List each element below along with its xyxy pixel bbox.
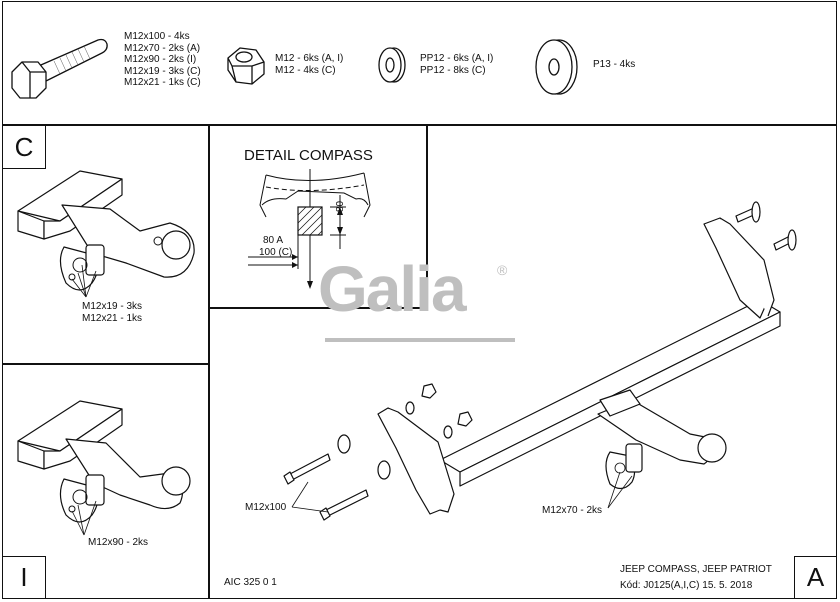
detail-box-right	[426, 125, 428, 309]
corner-box-a	[794, 556, 837, 599]
panel-c-label-1: M12x19 - 3ks	[82, 301, 143, 312]
panel-i-label: M12x90 - 2ks	[88, 537, 149, 548]
bolt-line: M12x21 - 1ks (C)	[124, 77, 201, 88]
corner-box-c	[2, 125, 46, 169]
bolt-line: M12x90 - 2ks (I)	[124, 54, 197, 65]
corner-box-i	[2, 556, 46, 599]
detail-compass-drawing	[248, 169, 371, 289]
detail-title: DETAIL COMPASS	[244, 147, 373, 164]
plate-list: P13 - 4ks	[593, 59, 635, 71]
washer-line: PP12 - 6ks (A, I)	[420, 53, 494, 64]
washer-list: PP12 - 6ks (A, I) PP12 - 8ks (C)	[420, 53, 493, 76]
left-panels-divider	[2, 363, 209, 365]
plate-washer-icon	[535, 39, 578, 95]
main-assembly-drawing	[283, 201, 797, 521]
panel-c-drawing	[17, 170, 195, 298]
bolt-list: M12x100 - 4ks M12x70 - 2ks (A) M12x90 - …	[124, 31, 201, 89]
nut-line: M12 - 6ks (A, I)	[275, 53, 344, 64]
panel-letter-a: A	[806, 562, 825, 592]
panel-c-label-2: M12x21 - 1ks	[82, 313, 143, 324]
panel-i-drawing	[17, 400, 191, 536]
plate-line: P13 - 4ks	[593, 59, 636, 70]
panel-letter-i: I	[20, 562, 28, 592]
panel-letter-c: C	[14, 132, 34, 162]
main-label-left: M12x100	[245, 502, 287, 513]
detail-dim-c: 100 (C)	[259, 247, 293, 258]
bolt-line: M12x19 - 3ks (C)	[124, 65, 201, 77]
galia-watermark: Galia	[318, 253, 467, 325]
header-divider	[2, 124, 837, 126]
watermark-underline	[325, 338, 515, 342]
drawing-code: AIC 325 0 1	[224, 577, 277, 588]
detail-box-bottom	[208, 307, 427, 309]
registered-mark: ®	[497, 262, 508, 278]
washer-icon	[378, 47, 406, 83]
detail-dim-a: 80 A	[263, 235, 284, 246]
left-column-divider	[208, 125, 210, 599]
kod-date: Kód: J0125(A,I,C) 15. 5. 2018	[620, 580, 753, 591]
washer-line: PP12 - 8ks (C)	[420, 64, 486, 76]
bolt-line: M12x70 - 2ks (A)	[124, 42, 201, 54]
bolt-icon	[11, 38, 108, 99]
nut-icon	[227, 47, 265, 85]
nut-line: M12 - 4ks (C)	[275, 64, 336, 76]
main-label-right: M12x70 - 2ks	[542, 505, 603, 516]
nut-list: M12 - 6ks (A, I) M12 - 4ks (C)	[275, 53, 343, 76]
bolt-line: M12x100 - 4ks	[124, 31, 190, 42]
vehicle-name: JEEP COMPASS, JEEP PATRIOT	[620, 564, 772, 575]
